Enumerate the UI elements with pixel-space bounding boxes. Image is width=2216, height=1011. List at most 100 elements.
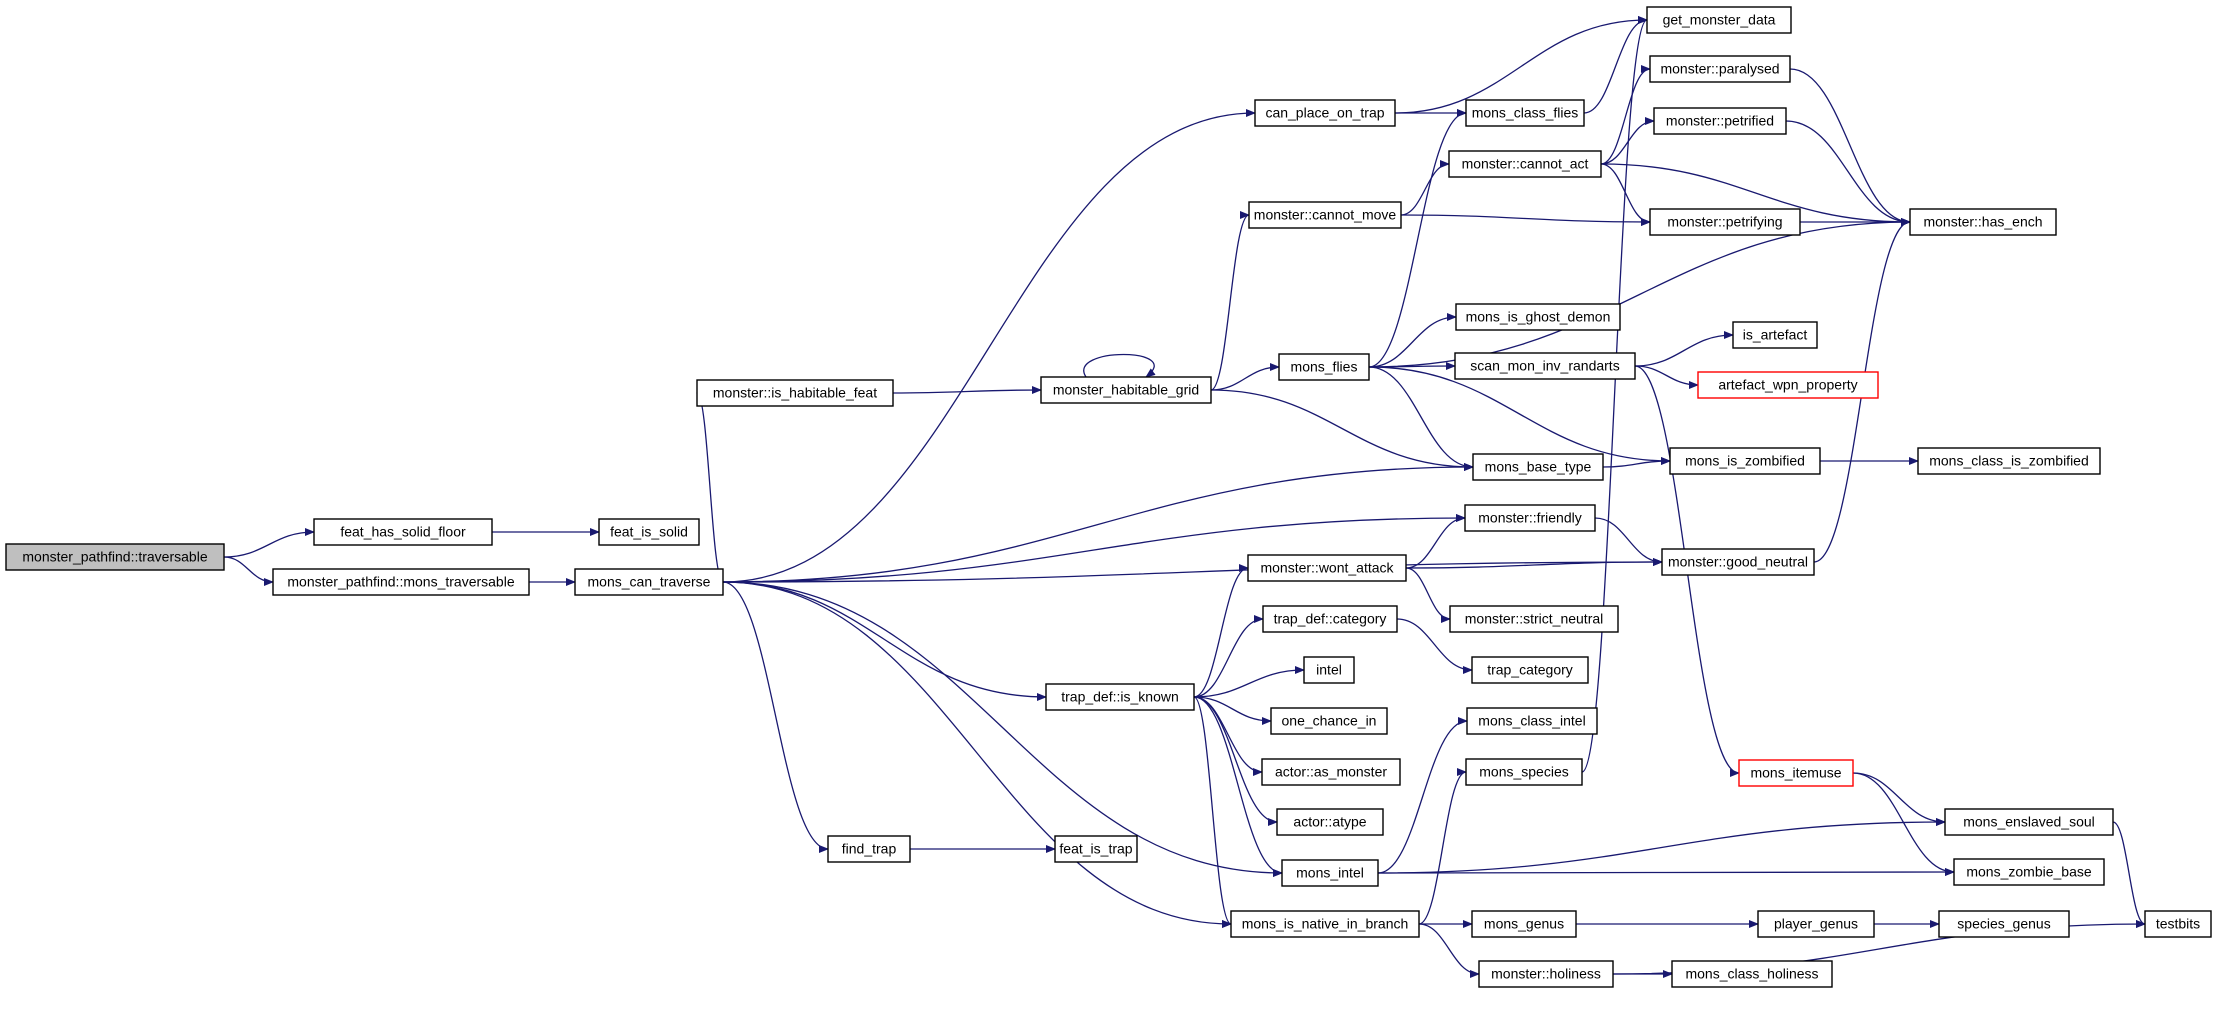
- node-box: [2144, 910, 2212, 938]
- node-monster-petrified[interactable]: monster::petrified: [1653, 107, 1787, 135]
- node-label: feat_is_solid: [610, 524, 688, 540]
- node-monster-strict-neutral[interactable]: monster::strict_neutral: [1449, 605, 1619, 633]
- node-box: [1646, 6, 1792, 34]
- node-mons-intel[interactable]: mons_intel: [1281, 859, 1379, 887]
- node-monster-pathfind-mons-traversable[interactable]: monster_pathfind::mons_traversable: [272, 568, 530, 596]
- node-box: [1261, 758, 1401, 786]
- node-label: mons_intel: [1296, 865, 1364, 881]
- node-box: [1649, 55, 1791, 83]
- node-label: intel: [1316, 662, 1342, 678]
- node-mons-class-holiness[interactable]: mons_class_holiness: [1671, 960, 1833, 988]
- node-monster-cannot-move[interactable]: monster::cannot_move: [1248, 201, 1402, 229]
- node-mons-class-intel[interactable]: mons_class_intel: [1466, 707, 1598, 735]
- node-label: mons_species: [1479, 764, 1569, 780]
- node-monster-petrifying[interactable]: monster::petrifying: [1649, 208, 1801, 236]
- node-trap-def-category[interactable]: trap_def::category: [1262, 605, 1398, 633]
- node-testbits[interactable]: testbits: [2144, 910, 2212, 938]
- node-trap-category[interactable]: trap_category: [1471, 656, 1589, 684]
- edge-can-place-on-trap-to-get-monster-data: [1394, 16, 1648, 114]
- node-label: monster::paralysed: [1660, 61, 1779, 77]
- node-get-monster-data[interactable]: get_monster_data: [1646, 6, 1792, 34]
- node-mons-itemuse[interactable]: mons_itemuse: [1738, 759, 1854, 787]
- node-monster-is-habitable-feat[interactable]: monster::is_habitable_feat: [696, 379, 894, 407]
- node-mons-class-flies[interactable]: mons_class_flies: [1465, 99, 1585, 127]
- node-box: [574, 568, 724, 596]
- node-label: find_trap: [842, 841, 897, 857]
- node-mons-base-type[interactable]: mons_base_type: [1472, 453, 1604, 481]
- node-box: [1671, 960, 1833, 988]
- edge-monster-wont-attack-to-monster-strict-neutral: [1405, 567, 1451, 623]
- node-label: trap_category: [1487, 662, 1573, 678]
- edge-trap-def-is-known-to-monster-wont-attack: [1193, 564, 1249, 698]
- node-label: monster::holiness: [1491, 966, 1601, 982]
- node-monster-habitable-grid[interactable]: monster_habitable_grid: [1040, 376, 1212, 404]
- node-label: monster::strict_neutral: [1465, 611, 1604, 627]
- node-mons-flies[interactable]: mons_flies: [1278, 353, 1370, 381]
- node-label: mons_enslaved_soul: [1963, 814, 2095, 830]
- node-box: [1054, 835, 1138, 863]
- node-box: [1248, 201, 1402, 229]
- node-one-chance-in[interactable]: one_chance_in: [1270, 707, 1388, 735]
- edge-monster-is-habitable-feat-to-monster-habitable-grid: [892, 386, 1042, 395]
- node-box: [696, 379, 894, 407]
- node-mons-is-zombified[interactable]: mons_is_zombified: [1669, 447, 1821, 475]
- node-box: [1697, 371, 1879, 399]
- node-label: player_genus: [1774, 916, 1858, 932]
- edge-monster-pathfind-traversable-to-monster-pathfind-mons-traversable: [223, 556, 274, 586]
- node-feat-has-solid-floor[interactable]: feat_has_solid_floor: [313, 518, 493, 546]
- node-mons-zombie-base[interactable]: mons_zombie_base: [1953, 858, 2105, 886]
- node-mons-enslaved-soul[interactable]: mons_enslaved_soul: [1944, 808, 2114, 836]
- node-mons-can-traverse[interactable]: mons_can_traverse: [574, 568, 724, 596]
- node-feat-is-solid[interactable]: feat_is_solid: [598, 518, 700, 546]
- node-species-genus[interactable]: species_genus: [1938, 910, 2070, 938]
- node-monster-pathfind-traversable[interactable]: monster_pathfind::traversable: [5, 543, 225, 571]
- node-mons-genus[interactable]: mons_genus: [1471, 910, 1577, 938]
- node-label: monster::petrified: [1666, 113, 1774, 129]
- node-label: monster::cannot_move: [1254, 207, 1397, 223]
- node-monster-paralysed[interactable]: monster::paralysed: [1649, 55, 1791, 83]
- edge-mons-intel-to-mons-class-intel: [1377, 717, 1468, 874]
- node-box: [1732, 321, 1818, 349]
- edge-monster-cannot-move-to-monster-petrifying: [1400, 214, 1651, 226]
- node-label: mons_can_traverse: [588, 574, 711, 590]
- node-label: mons_is_native_in_branch: [1242, 916, 1409, 932]
- edge-mons-can-traverse-to-trap-def-is-known: [722, 581, 1047, 701]
- node-mons-is-native-in-branch[interactable]: mons_is_native_in_branch: [1230, 910, 1420, 938]
- edge-monster-wont-attack-to-monster-good-neutral: [1405, 558, 1663, 569]
- node-monster-friendly[interactable]: monster::friendly: [1464, 504, 1596, 532]
- node-monster-holiness[interactable]: monster::holiness: [1478, 960, 1614, 988]
- node-box: [1472, 453, 1604, 481]
- node-monster-wont-attack[interactable]: monster::wont_attack: [1247, 554, 1407, 582]
- node-trap-def-is-known[interactable]: trap_def::is_known: [1045, 683, 1195, 711]
- node-label: species_genus: [1957, 916, 2050, 932]
- node-monster-good-neutral[interactable]: monster::good_neutral: [1661, 548, 1815, 576]
- node-box: [1448, 150, 1602, 178]
- node-actor-as-monster[interactable]: actor::as_monster: [1261, 758, 1401, 786]
- node-box: [1464, 504, 1596, 532]
- node-box: [1454, 352, 1636, 380]
- edge-monster-paralysed-to-monster-has-ench: [1789, 68, 1911, 226]
- node-box: [1917, 447, 2101, 475]
- node-artefact-wpn-property[interactable]: artefact_wpn_property: [1697, 371, 1879, 399]
- node-label: trap_def::is_known: [1061, 689, 1179, 705]
- node-box: [1478, 960, 1614, 988]
- node-mons-is-ghost-demon[interactable]: mons_is_ghost_demon: [1455, 303, 1621, 331]
- node-mons-class-is-zombified[interactable]: mons_class_is_zombified: [1917, 447, 2101, 475]
- node-intel[interactable]: intel: [1303, 656, 1355, 684]
- node-monster-cannot-act[interactable]: monster::cannot_act: [1448, 150, 1602, 178]
- node-mons-species[interactable]: mons_species: [1465, 758, 1583, 786]
- node-feat-is-trap[interactable]: feat_is_trap: [1054, 835, 1138, 863]
- node-label: mons_is_zombified: [1685, 453, 1805, 469]
- node-box: [1466, 707, 1598, 735]
- node-label: monster::cannot_act: [1462, 156, 1589, 172]
- node-can-place-on-trap[interactable]: can_place_on_trap: [1254, 99, 1396, 127]
- node-label: mons_class_flies: [1472, 105, 1579, 121]
- node-monster-has-ench[interactable]: monster::has_ench: [1909, 208, 2057, 236]
- node-actor-atype[interactable]: actor::atype: [1276, 808, 1384, 836]
- node-is-artefact[interactable]: is_artefact: [1732, 321, 1818, 349]
- node-find-trap[interactable]: find_trap: [827, 835, 911, 863]
- node-label: mons_base_type: [1485, 459, 1592, 475]
- node-scan-mon-inv-randarts[interactable]: scan_mon_inv_randarts: [1454, 352, 1636, 380]
- node-player-genus[interactable]: player_genus: [1757, 910, 1875, 938]
- node-box: [1471, 910, 1577, 938]
